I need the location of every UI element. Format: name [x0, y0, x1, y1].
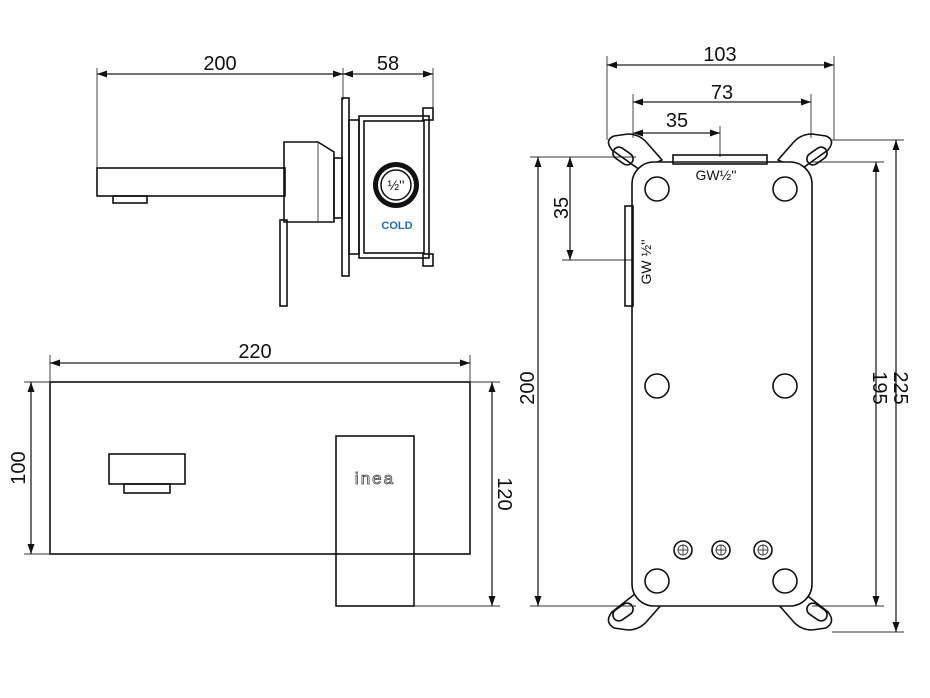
- wall-plate-side: [333, 157, 343, 219]
- spout-front: [108, 453, 186, 485]
- dim-inlet-offset-x: 35: [666, 110, 688, 132]
- hole-bottom-left: [644, 568, 670, 594]
- handle-body: [283, 141, 335, 223]
- handle-front: [335, 435, 415, 607]
- top-port-label: GW½'': [695, 167, 736, 183]
- dim-total-height-front: 120: [493, 477, 515, 510]
- hole-top-right: [772, 176, 798, 202]
- top-inlet-port: [672, 154, 768, 165]
- side-view: 200 58 ½'' COLD: [96, 53, 434, 307]
- valve-body: [358, 115, 430, 259]
- screw-icon: [753, 540, 773, 560]
- brand-logo: inea: [355, 469, 395, 488]
- wall-flange: [341, 97, 350, 277]
- hole-bottom-right: [772, 568, 798, 594]
- dim-spout-length: 200: [203, 53, 236, 75]
- port-size-label: ½'': [387, 177, 404, 193]
- dim-box-total-height: 225: [889, 371, 911, 404]
- hole-mid-left: [644, 373, 670, 399]
- dim-box-total-width: 103: [703, 44, 736, 66]
- installation-box-body: [631, 161, 813, 607]
- dim-box-inner-height: 195: [868, 371, 890, 404]
- handle-lever: [279, 219, 288, 307]
- spout: [96, 167, 286, 197]
- hole-mid-right: [772, 373, 798, 399]
- dim-plate-width: 220: [238, 341, 271, 363]
- installation-box-view: 103 73 35 35 200 195: [517, 44, 911, 633]
- dim-body-depth: 58: [377, 53, 399, 75]
- screw-icon: [673, 540, 693, 560]
- hole-top-left: [644, 176, 670, 202]
- side-port-label: GW ½'': [638, 239, 654, 284]
- spout-aerator: [112, 195, 148, 204]
- screw-icon: [711, 540, 731, 560]
- mounting-ears: [607, 133, 833, 631]
- port-name-label: COLD: [381, 220, 412, 232]
- cover-plate: [49, 381, 471, 555]
- dim-plate-height: 100: [8, 451, 30, 484]
- dim-box-body-height: 200: [517, 371, 539, 404]
- dim-mount-spacing: 73: [711, 82, 733, 104]
- front-view: 220 100 120 inea: [8, 341, 515, 607]
- dim-inlet-offset-y: 35: [551, 197, 573, 219]
- side-inlet-port: [624, 205, 634, 307]
